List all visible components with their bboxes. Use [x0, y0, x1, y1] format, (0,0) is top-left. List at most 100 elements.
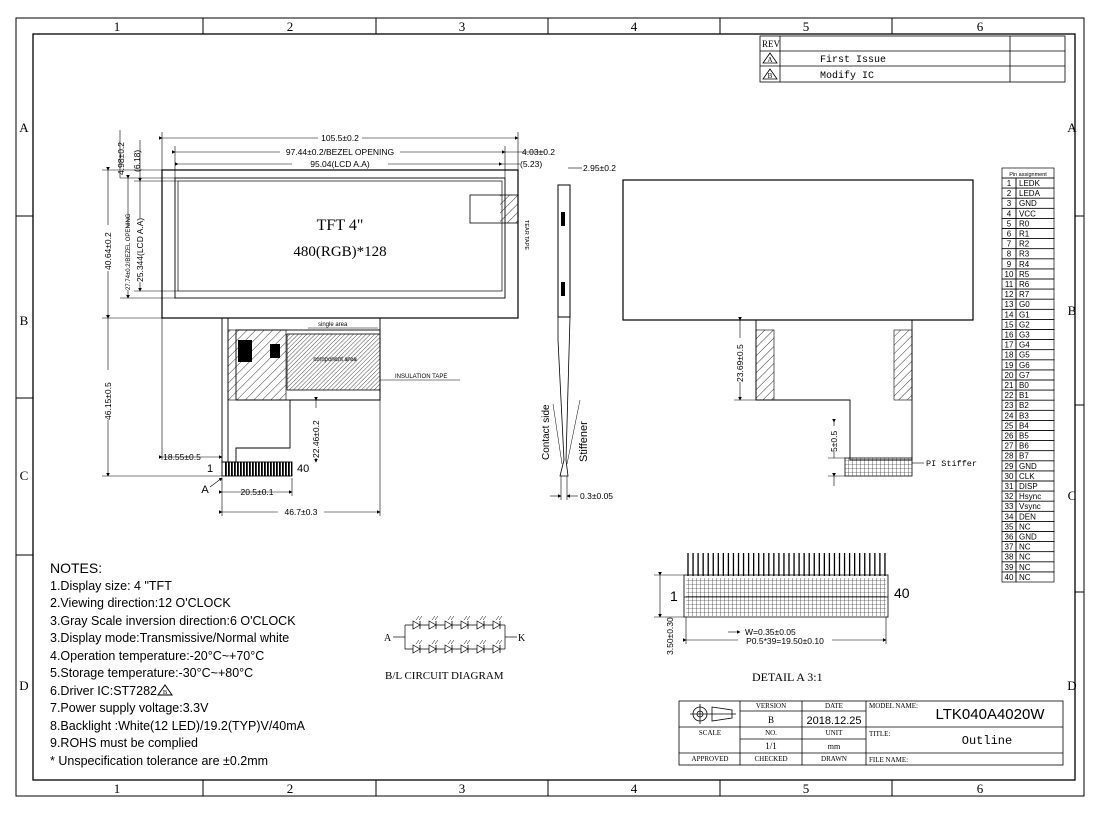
pin-table-title: Pin assignment: [1009, 172, 1047, 178]
col-label: 2: [287, 19, 294, 34]
detail-pin1: 1: [670, 588, 678, 604]
pin-number: 6: [1007, 230, 1012, 239]
col-label: 4: [631, 781, 638, 796]
led-diode-icon: [428, 615, 439, 630]
pin-signal: R3: [1019, 250, 1030, 259]
rev-text: Modify IC: [820, 70, 874, 82]
col-label: 5: [803, 19, 810, 34]
pin-signal: G0: [1019, 300, 1030, 309]
projection-symbol-icon: [690, 704, 736, 724]
pin-signal: LEDA: [1019, 189, 1041, 198]
dim-fpc-width: 46.7±0.3: [284, 507, 317, 517]
frame-column-labels: 1 2 3 4 5 6 1 2 3 4 5 6: [114, 19, 984, 796]
tb-title-label: TITLE:: [869, 730, 890, 738]
pin-signal: R5: [1019, 270, 1030, 279]
led-diode-icon: [492, 615, 503, 630]
pin-number: 29: [1005, 462, 1014, 471]
row-label: B: [1068, 303, 1077, 318]
pin-signal: GND: [1019, 199, 1037, 208]
bl-circuit-diagram: A K B/L CIRCUIT DIAGRAM: [384, 615, 526, 682]
dim-fpc-mid: 22.46±0.2: [311, 420, 321, 458]
pin-number: 32: [1005, 492, 1014, 501]
tb-title: Outline: [962, 734, 1012, 748]
side-view: 2.95±0.2 0.3±0.05 Contact side Stiffener: [541, 163, 616, 501]
led-diode-icon: [412, 639, 423, 654]
pin-number: 24: [1005, 411, 1014, 420]
pin-row: 6 R1: [1001, 228, 1055, 239]
dim-rear-23-69: 23.69±0.5: [735, 344, 745, 382]
note-item: * Unspecification tolerance are ±0.2mm: [50, 753, 269, 768]
detail-pin40: 40: [894, 585, 910, 601]
pin-number: 31: [1005, 482, 1014, 491]
led-diode-icon: [444, 615, 455, 630]
dim-detail-w: W=0.35±0.05: [745, 627, 796, 637]
pin-signal: R1: [1019, 230, 1030, 239]
tb-no-label: NO.: [765, 729, 777, 737]
pin-number: 34: [1005, 512, 1014, 521]
tb-date-label: DATE: [825, 702, 843, 710]
col-label: 5: [803, 781, 810, 796]
bl-circuit-title: B/L CIRCUIT DIAGRAM: [385, 670, 504, 682]
notes-block: NOTES: 1.Display size: 4 "TFT 2.Viewing …: [50, 560, 305, 770]
dim-top-4-98: 4.98±0.2: [116, 142, 126, 175]
led-diode-icon: [428, 639, 439, 654]
pin-row: 24 B3: [1001, 409, 1055, 421]
pi-stiffer-label: PI Stiffer: [926, 459, 977, 469]
pin-signal: LEDK: [1019, 179, 1041, 188]
pin-signal: B3: [1019, 411, 1029, 420]
pin-number: 38: [1005, 553, 1014, 562]
pin-signal: G4: [1019, 341, 1030, 350]
single-area-label: single area: [318, 322, 348, 328]
pi-stiffer-area: [844, 457, 913, 477]
pin-number: 7: [1007, 240, 1012, 249]
pin-signal: NC: [1019, 543, 1031, 552]
col-label: 3: [459, 19, 466, 34]
pin-signal: NC: [1019, 563, 1031, 572]
pin-number: 27: [1005, 442, 1014, 451]
tb-version-label: VERSION: [756, 702, 786, 710]
ic-block: [270, 344, 280, 358]
led-diode-icon: [476, 615, 487, 630]
pin-number: 37: [1005, 543, 1014, 552]
pin-signal: NC: [1019, 553, 1031, 562]
pin-row: 28 B7: [1001, 450, 1055, 462]
view-a-label: A: [201, 484, 209, 496]
drawing-frame: [15, 17, 1085, 797]
row-label: A: [19, 120, 29, 135]
dim-thickness: 2.95±0.2: [583, 163, 616, 173]
pin-number: 15: [1005, 320, 1014, 329]
pin-signal: R4: [1019, 260, 1030, 269]
led-diode-icon: [492, 639, 503, 654]
pin1-label: 1: [207, 463, 213, 475]
pin-number: 17: [1005, 341, 1014, 350]
dim-detail-pitch: P0.5*39=19.50±0.10: [746, 636, 824, 646]
pin-signal: B6: [1019, 442, 1029, 451]
row-label: D: [1067, 678, 1076, 693]
pin-signal: GND: [1019, 533, 1037, 542]
rev-mark: B: [768, 72, 773, 80]
rear-view: 23.69±0.5 5±0.5 PI Stiffer: [622, 179, 977, 486]
tear-tape-label: TEAR TAPE: [523, 220, 529, 250]
pin-number: 28: [1005, 452, 1014, 461]
pin-signal: B7: [1019, 452, 1029, 461]
stiffener-label: Stiffener: [578, 421, 590, 462]
pin-number: 4: [1007, 209, 1012, 218]
col-label: 3: [459, 781, 466, 796]
revision-b-mark: B: [163, 689, 168, 696]
pin-signal: Vsync: [1019, 502, 1041, 511]
led-diode-icon: [460, 615, 471, 630]
pin-number: 1: [1007, 179, 1012, 188]
